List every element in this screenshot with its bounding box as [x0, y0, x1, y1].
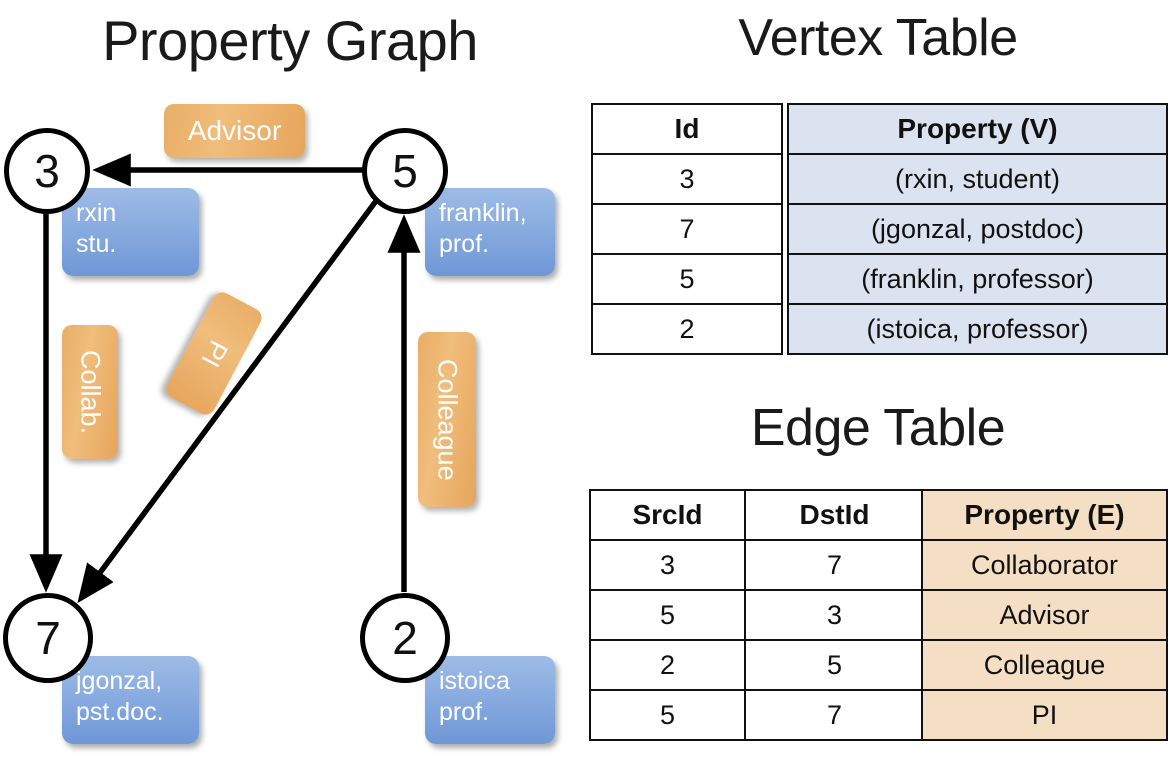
table-row: Collaborator — [921, 539, 1168, 591]
edge-table-header-srcid: SrcId — [589, 489, 746, 541]
edge-property-cell: Advisor — [921, 589, 1168, 641]
edge-property-cell: Colleague — [921, 639, 1168, 691]
table-row: (jgonzal, postdoc) — [787, 203, 1168, 255]
table-header-row: SrcId DstId — [589, 489, 925, 541]
table-row: 2 5 — [589, 639, 925, 691]
edge-table-header-dstid: DstId — [744, 489, 925, 541]
edge-dstid-cell: 3 — [744, 589, 925, 641]
graph-edges-layer — [29, 153, 421, 604]
vertex-property-line: prof. — [439, 230, 490, 259]
vertex-id-cell: 3 — [591, 153, 783, 205]
table-header-row: Property (E) — [921, 489, 1168, 541]
edge-property-cell: PI — [921, 689, 1168, 741]
edge-srcid-cell: 2 — [589, 639, 746, 691]
table-row: 3 7 — [589, 539, 925, 591]
table-header-row: Id — [591, 103, 783, 155]
table-row: 2 — [591, 303, 783, 355]
vertex-property-box-istoica: istoica prof. — [425, 656, 555, 744]
vertex-property-cell: (istoica, professor) — [787, 303, 1168, 355]
table-row: 5 7 — [589, 689, 925, 741]
edge-table-header-property: Property (E) — [921, 489, 1168, 541]
edge-dstid-cell: 5 — [744, 639, 925, 691]
vertex-id-cell: 7 — [591, 203, 783, 255]
vertex-property-line: pst.doc. — [76, 698, 164, 727]
page-title-property-graph: Property Graph — [102, 9, 478, 72]
edge-label-collab: Collab. — [62, 325, 118, 459]
vertex-table-property-column: Property (V) (rxin, student) (jgonzal, p… — [787, 103, 1168, 355]
table-row: Advisor — [921, 589, 1168, 641]
table-row: 5 — [591, 253, 783, 305]
vertex-property-box-jgonzal: jgonzal, pst.doc. — [62, 656, 199, 744]
vertex-property-cell: (franklin, professor) — [787, 253, 1168, 305]
page-title-edge-table: Edge Table — [750, 399, 1006, 457]
vertex-table-header-id: Id — [591, 103, 783, 155]
edge-5-to-7 — [77, 199, 379, 604]
vertex-property-line: istoica — [439, 667, 510, 695]
table-row: 7 — [591, 203, 783, 255]
edge-label-colleague: Colleague — [418, 332, 476, 507]
vertex-property-cell: (jgonzal, postdoc) — [787, 203, 1168, 255]
graph-node-5[interactable]: 5 — [362, 128, 448, 214]
edge-label-advisor: Advisor — [164, 104, 305, 158]
vertex-property-box-rxin: rxin stu. — [62, 188, 199, 276]
table-row: 3 — [591, 153, 783, 205]
edge-property-cell: Collaborator — [921, 539, 1168, 591]
edge-srcid-cell: 5 — [589, 589, 746, 641]
graph-node-2[interactable]: 2 — [360, 593, 450, 683]
property-graph-diagram: rxin stu. franklin, prof. jgonzal, pst.d… — [3, 104, 555, 744]
graph-node-7[interactable]: 7 — [3, 593, 93, 683]
table-row: PI — [921, 689, 1168, 741]
vertex-property-cell: (rxin, student) — [787, 153, 1168, 205]
table-row: (franklin, professor) — [787, 253, 1168, 305]
vertex-property-line: stu. — [76, 230, 117, 259]
vertex-table-id-column: Id 3 7 5 2 — [591, 103, 783, 355]
edge-table-property-column: Property (E) Collaborator Advisor Collea… — [921, 489, 1168, 741]
vertex-id-cell: 2 — [591, 303, 783, 355]
vertex-table-header-property: Property (V) — [787, 103, 1168, 155]
vertex-property-line: jgonzal, — [76, 667, 163, 695]
vertex-property-box-franklin: franklin, prof. — [425, 188, 555, 276]
graph-node-3[interactable]: 3 — [4, 128, 90, 214]
table-row: (istoica, professor) — [787, 303, 1168, 355]
vertex-id-cell: 5 — [591, 253, 783, 305]
vertex-property-line: prof. — [439, 698, 490, 727]
edge-table-src-dst-columns: SrcId DstId 3 7 5 3 2 5 5 7 — [589, 489, 925, 741]
table-header-row: Property (V) — [787, 103, 1168, 155]
vertex-property-line: rxin — [76, 199, 117, 227]
page-title-vertex-table: Vertex Table — [738, 9, 1018, 67]
vertex-property-line: franklin, — [439, 199, 527, 227]
table-row: Colleague — [921, 639, 1168, 691]
table-row: 5 3 — [589, 589, 925, 641]
edge-srcid-cell: 3 — [589, 539, 746, 591]
edge-dstid-cell: 7 — [744, 539, 925, 591]
edge-srcid-cell: 5 — [589, 689, 746, 741]
edge-dstid-cell: 7 — [744, 689, 925, 741]
table-row: (rxin, student) — [787, 153, 1168, 205]
